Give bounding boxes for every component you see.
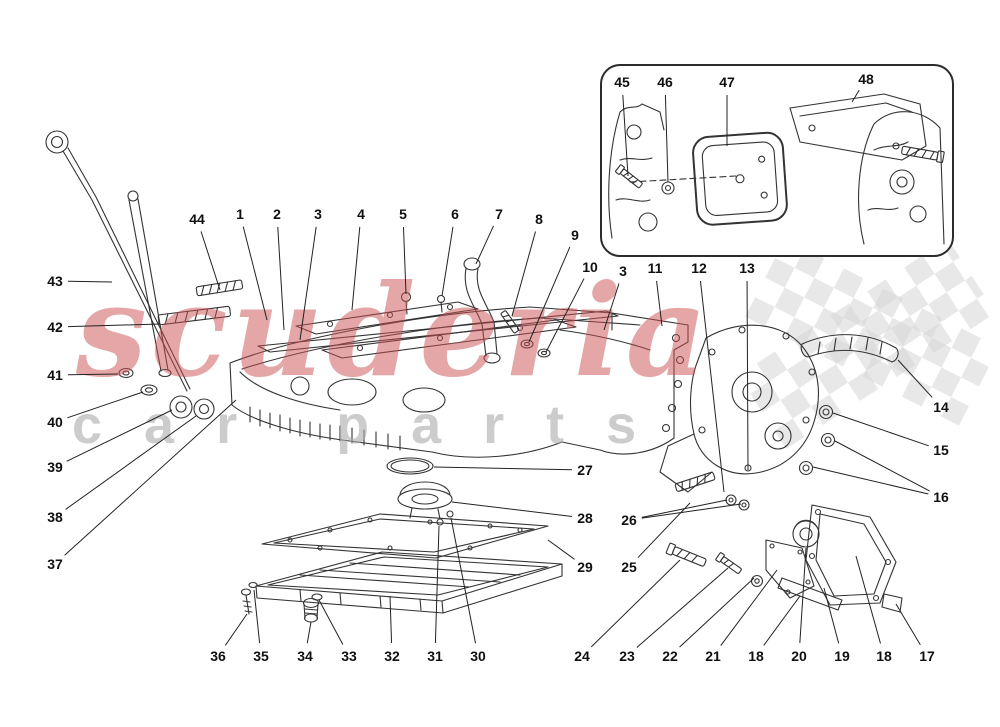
- part-label-15: 15: [933, 442, 949, 458]
- part-label-16: 16: [933, 489, 949, 505]
- part-label-38: 38: [47, 509, 63, 525]
- part-label-34: 34: [297, 648, 313, 664]
- part-label-13: 13: [739, 260, 755, 276]
- part-label-48: 48: [858, 71, 874, 87]
- part-label-40: 40: [47, 414, 63, 430]
- part-label-12: 12: [691, 260, 707, 276]
- part-label-36: 36: [210, 648, 226, 664]
- part-label-35: 35: [253, 648, 269, 664]
- part-label-42: 42: [47, 319, 63, 335]
- part-label-45: 45: [614, 74, 630, 90]
- part-label-10: 10: [582, 259, 598, 275]
- part-label-37: 37: [47, 556, 63, 572]
- part-label-4: 4: [357, 206, 365, 222]
- part-label-5: 5: [399, 206, 407, 222]
- part-label-3: 3: [619, 263, 627, 279]
- part-label-44: 44: [189, 211, 205, 227]
- part-label-8: 8: [535, 211, 543, 227]
- part-label-1: 1: [236, 206, 244, 222]
- part-label-25: 25: [621, 559, 637, 575]
- part-label-30: 30: [470, 648, 486, 664]
- part-label-20: 20: [791, 648, 807, 664]
- part-label-47: 47: [719, 74, 735, 90]
- part-label-41: 41: [47, 367, 63, 383]
- part-label-6: 6: [451, 206, 459, 222]
- part-label-26: 26: [621, 512, 637, 528]
- part-label-7: 7: [495, 206, 503, 222]
- part-label-19: 19: [834, 648, 850, 664]
- part-label-3: 3: [314, 206, 322, 222]
- part-label-22: 22: [662, 648, 678, 664]
- part-label-43: 43: [47, 273, 63, 289]
- part-label-31: 31: [427, 648, 443, 664]
- part-label-32: 32: [384, 648, 400, 664]
- part-label-14: 14: [933, 399, 949, 415]
- part-label-18: 18: [876, 648, 892, 664]
- part-label-46: 46: [657, 74, 673, 90]
- part-label-9: 9: [571, 227, 579, 243]
- part-label-29: 29: [577, 559, 593, 575]
- part-label-28: 28: [577, 510, 593, 526]
- part-label-23: 23: [619, 648, 635, 664]
- part-label-11: 11: [647, 260, 663, 276]
- part-label-27: 27: [577, 462, 593, 478]
- part-label-21: 21: [705, 648, 721, 664]
- part-label-33: 33: [341, 648, 357, 664]
- part-label-39: 39: [47, 459, 63, 475]
- part-label-17: 17: [919, 648, 935, 664]
- part-label-24: 24: [574, 648, 590, 664]
- part-label-18: 18: [748, 648, 764, 664]
- part-label-2: 2: [273, 206, 281, 222]
